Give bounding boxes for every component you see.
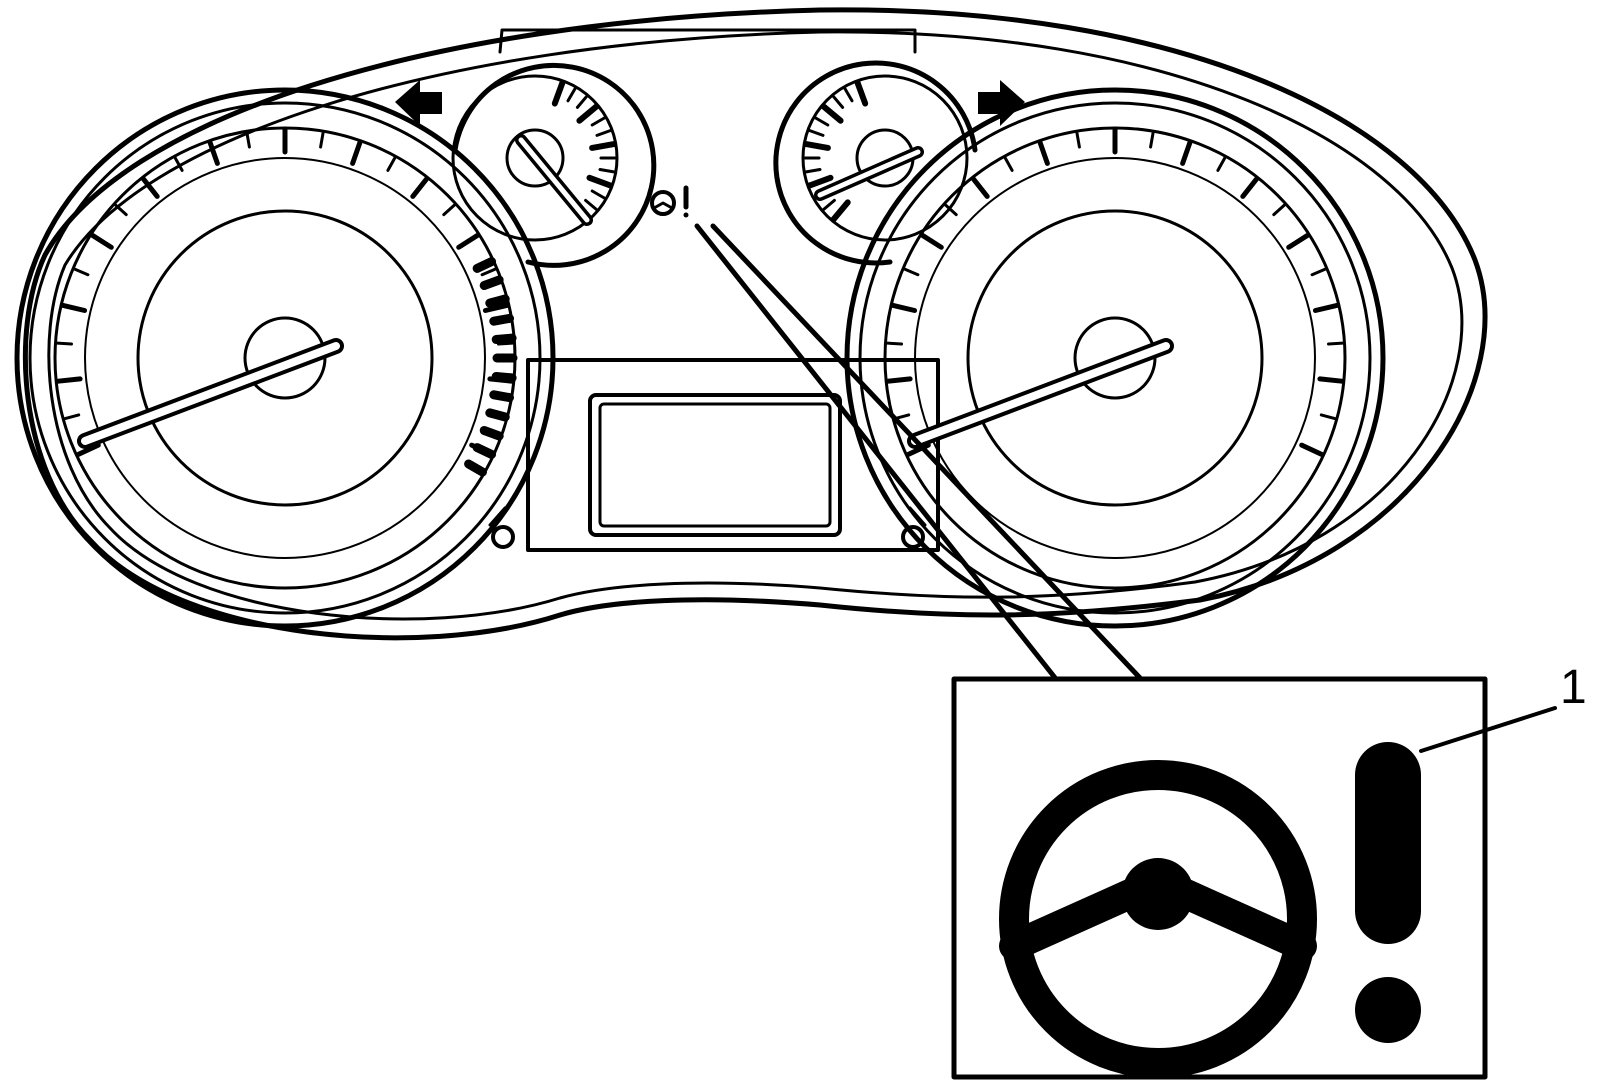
dial-tick: [75, 442, 101, 457]
dial-band-segment: [485, 294, 510, 308]
dial-tick: [808, 129, 825, 137]
dial-tick: [1327, 341, 1344, 346]
dial-tick: [1310, 267, 1327, 277]
dial-tick: [586, 174, 614, 189]
dial-tick: [885, 376, 913, 384]
steering-wheel-hub: [1122, 858, 1194, 930]
steering-wheel-icon: [999, 760, 1317, 1078]
dial-tick: [173, 156, 184, 172]
dial-tick: [456, 233, 480, 250]
dial-tick: [410, 176, 429, 199]
dial-band-segment: [489, 313, 514, 326]
magnified-inset: [951, 676, 1488, 1080]
dial-tick: [141, 176, 160, 199]
dial-band-segment: [472, 257, 497, 273]
dial-tick: [890, 302, 918, 313]
centre-display-panel: [488, 358, 940, 552]
dial-tick: [1003, 156, 1014, 172]
magnifier-pointer: [694, 223, 1144, 682]
dial-tick: [1149, 131, 1155, 149]
dial-tick: [806, 174, 834, 189]
dial-band-segment: [489, 390, 514, 403]
dial-tick: [843, 87, 854, 103]
dial-tick: [576, 103, 600, 124]
dial-tick: [595, 129, 612, 137]
arrow-left-icon: [395, 80, 442, 126]
dial-tick: [319, 131, 325, 149]
dial-band-segment: [472, 443, 497, 459]
arrow-right-icon: [978, 80, 1025, 126]
dial-tick: [114, 203, 128, 217]
dial-tick: [886, 341, 903, 346]
dial-tick: [1216, 156, 1227, 172]
dial-tick: [1272, 203, 1286, 217]
dial-tick: [820, 103, 844, 124]
dial-band-segment: [464, 459, 487, 477]
dial-tick: [207, 140, 220, 166]
dial-tick: [245, 131, 251, 149]
callout-number-1: 1: [1560, 661, 1587, 714]
dial-tick: [822, 198, 836, 211]
dial-tick: [482, 302, 510, 313]
left-small-needle: [515, 134, 593, 226]
dial-band-segment: [479, 426, 504, 441]
dial-tick: [803, 141, 831, 151]
dial-band-segment: [485, 408, 510, 422]
dial-tick: [63, 413, 81, 421]
dial-tick: [386, 156, 397, 172]
dial-tick: [905, 442, 931, 457]
left-small-gauge: [451, 62, 657, 268]
cluster-housing: [22, 7, 1488, 641]
dial-tick: [1299, 442, 1325, 457]
left-main-needle: [77, 338, 344, 449]
dial-tick: [1319, 413, 1337, 421]
dial-tick: [442, 203, 456, 217]
dial-tick: [854, 79, 869, 107]
right-main-dial: [844, 87, 1386, 629]
top-tab: [498, 28, 917, 54]
dial-tick: [584, 198, 598, 211]
right-small-gauge: [773, 60, 978, 266]
exclamation-icon: [1355, 742, 1421, 1043]
dial-tick: [56, 341, 73, 346]
dial-tick: [575, 95, 588, 109]
dial-tick: [1240, 176, 1259, 199]
dial-band-segment: [491, 333, 517, 344]
dial-tick: [1317, 376, 1345, 384]
dial-tick: [566, 87, 577, 103]
left-main-dial: [14, 87, 556, 629]
dial-tick: [903, 267, 920, 277]
dial-tick: [551, 79, 566, 107]
dial-tick: [1180, 140, 1193, 166]
dial-tick: [590, 116, 606, 127]
cluster-warning-lamp: [650, 185, 689, 218]
dial-tick: [830, 199, 851, 223]
dial-tick: [589, 141, 617, 151]
right-small-needle: [814, 146, 924, 201]
right-main-needle: [907, 338, 1174, 449]
dial-tick: [350, 140, 363, 166]
dial-tick: [804, 168, 822, 174]
dial-tick: [944, 203, 958, 217]
dial-tick: [814, 116, 830, 127]
dial-tick: [1075, 131, 1081, 149]
dial-tick: [497, 341, 514, 346]
dial-band-segment: [491, 372, 517, 383]
dial-tick: [60, 302, 88, 313]
dial-tick: [55, 376, 83, 384]
dial-tick: [90, 233, 114, 250]
callout-leader-1: [1419, 706, 1557, 753]
dial-tick: [971, 176, 990, 199]
dial-tick: [480, 267, 497, 277]
dial-tick: [73, 267, 90, 277]
dial-tick: [590, 189, 606, 200]
dial-tick: [1037, 140, 1050, 166]
dial-tick: [832, 95, 845, 109]
dial-tick: [1312, 302, 1340, 313]
dial-band-segment: [479, 275, 504, 290]
dial-tick: [920, 233, 944, 250]
dial-tick: [598, 168, 616, 174]
dial-tick: [1286, 233, 1310, 250]
